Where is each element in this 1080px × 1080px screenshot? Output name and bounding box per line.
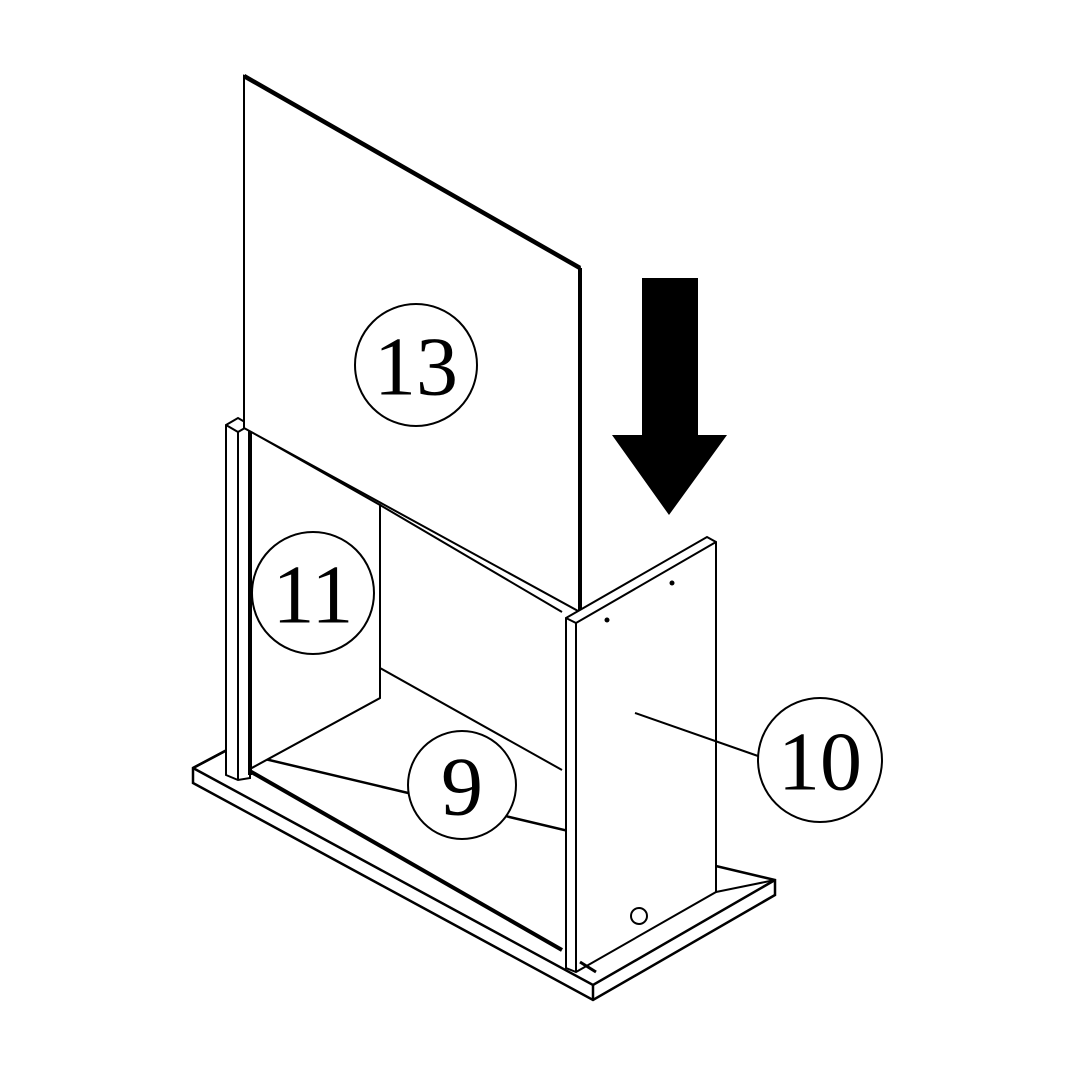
left-post: [225, 416, 252, 782]
down-arrow-icon: [612, 278, 727, 515]
dowel-hole: [604, 617, 610, 623]
label-11: 11: [251, 531, 375, 655]
label-13-text: 13: [374, 321, 458, 414]
label-10-text: 10: [778, 716, 862, 809]
panel-10: [565, 535, 776, 974]
label-10: 10: [634, 697, 883, 823]
label-11-text: 11: [273, 549, 354, 642]
dowel-hole: [669, 580, 675, 586]
label-13: 13: [354, 303, 478, 427]
label-9-text: 9: [441, 741, 483, 834]
label-9: 9: [407, 730, 517, 840]
cam-lock-hole: [630, 907, 648, 925]
